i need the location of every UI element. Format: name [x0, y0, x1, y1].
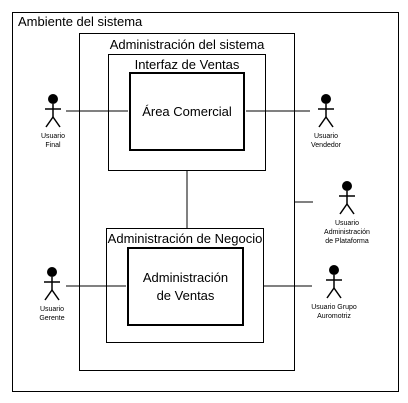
- final-user-label: Usuario Final: [40, 133, 66, 149]
- manager-user-label: Usuario Gerente: [39, 306, 65, 322]
- system-admin-title: Administración del sistema: [109, 37, 265, 52]
- sales-interface-title: Interfaz de Ventas: [134, 57, 240, 72]
- seller-user-actor: Usuario Vendedor: [281, 94, 371, 150]
- business-admin-box: Administración de Negocio Administración…: [106, 228, 264, 343]
- platform-admin-user-actor: Usuario Administración de Plataforma: [302, 181, 392, 246]
- sales-admin-box: Administración de Ventas: [127, 247, 244, 326]
- commercial-area-label: Área Comercial: [142, 104, 232, 119]
- platform-admin-user-label: Usuario Administración de Plataforma: [324, 220, 370, 245]
- business-admin-title: Administración de Negocio: [107, 231, 263, 246]
- stick-figure-icon: [318, 94, 334, 128]
- stick-figure-icon: [45, 94, 61, 128]
- final-user-actor: Usuario Final: [8, 94, 98, 150]
- stick-figure-icon: [326, 265, 342, 299]
- seller-user-label: Usuario Vendedor: [311, 133, 341, 149]
- system-environment-title: Ambiente del sistema: [18, 14, 143, 29]
- stick-figure-icon: [339, 181, 355, 215]
- sales-admin-label-line2: de Ventas: [156, 288, 215, 303]
- auto-group-user-label: Usuario Grupo Auromotriz: [311, 304, 357, 320]
- commercial-area-box: Área Comercial: [129, 72, 245, 151]
- sales-admin-label-line1: Administración: [142, 270, 229, 285]
- manager-user-actor: Usuario Gerente: [7, 267, 97, 323]
- sales-interface-box: Interfaz de Ventas Área Comercial: [108, 54, 266, 171]
- stick-figure-icon: [44, 267, 60, 301]
- auto-group-user-actor: Usuario Grupo Auromotriz: [289, 265, 379, 321]
